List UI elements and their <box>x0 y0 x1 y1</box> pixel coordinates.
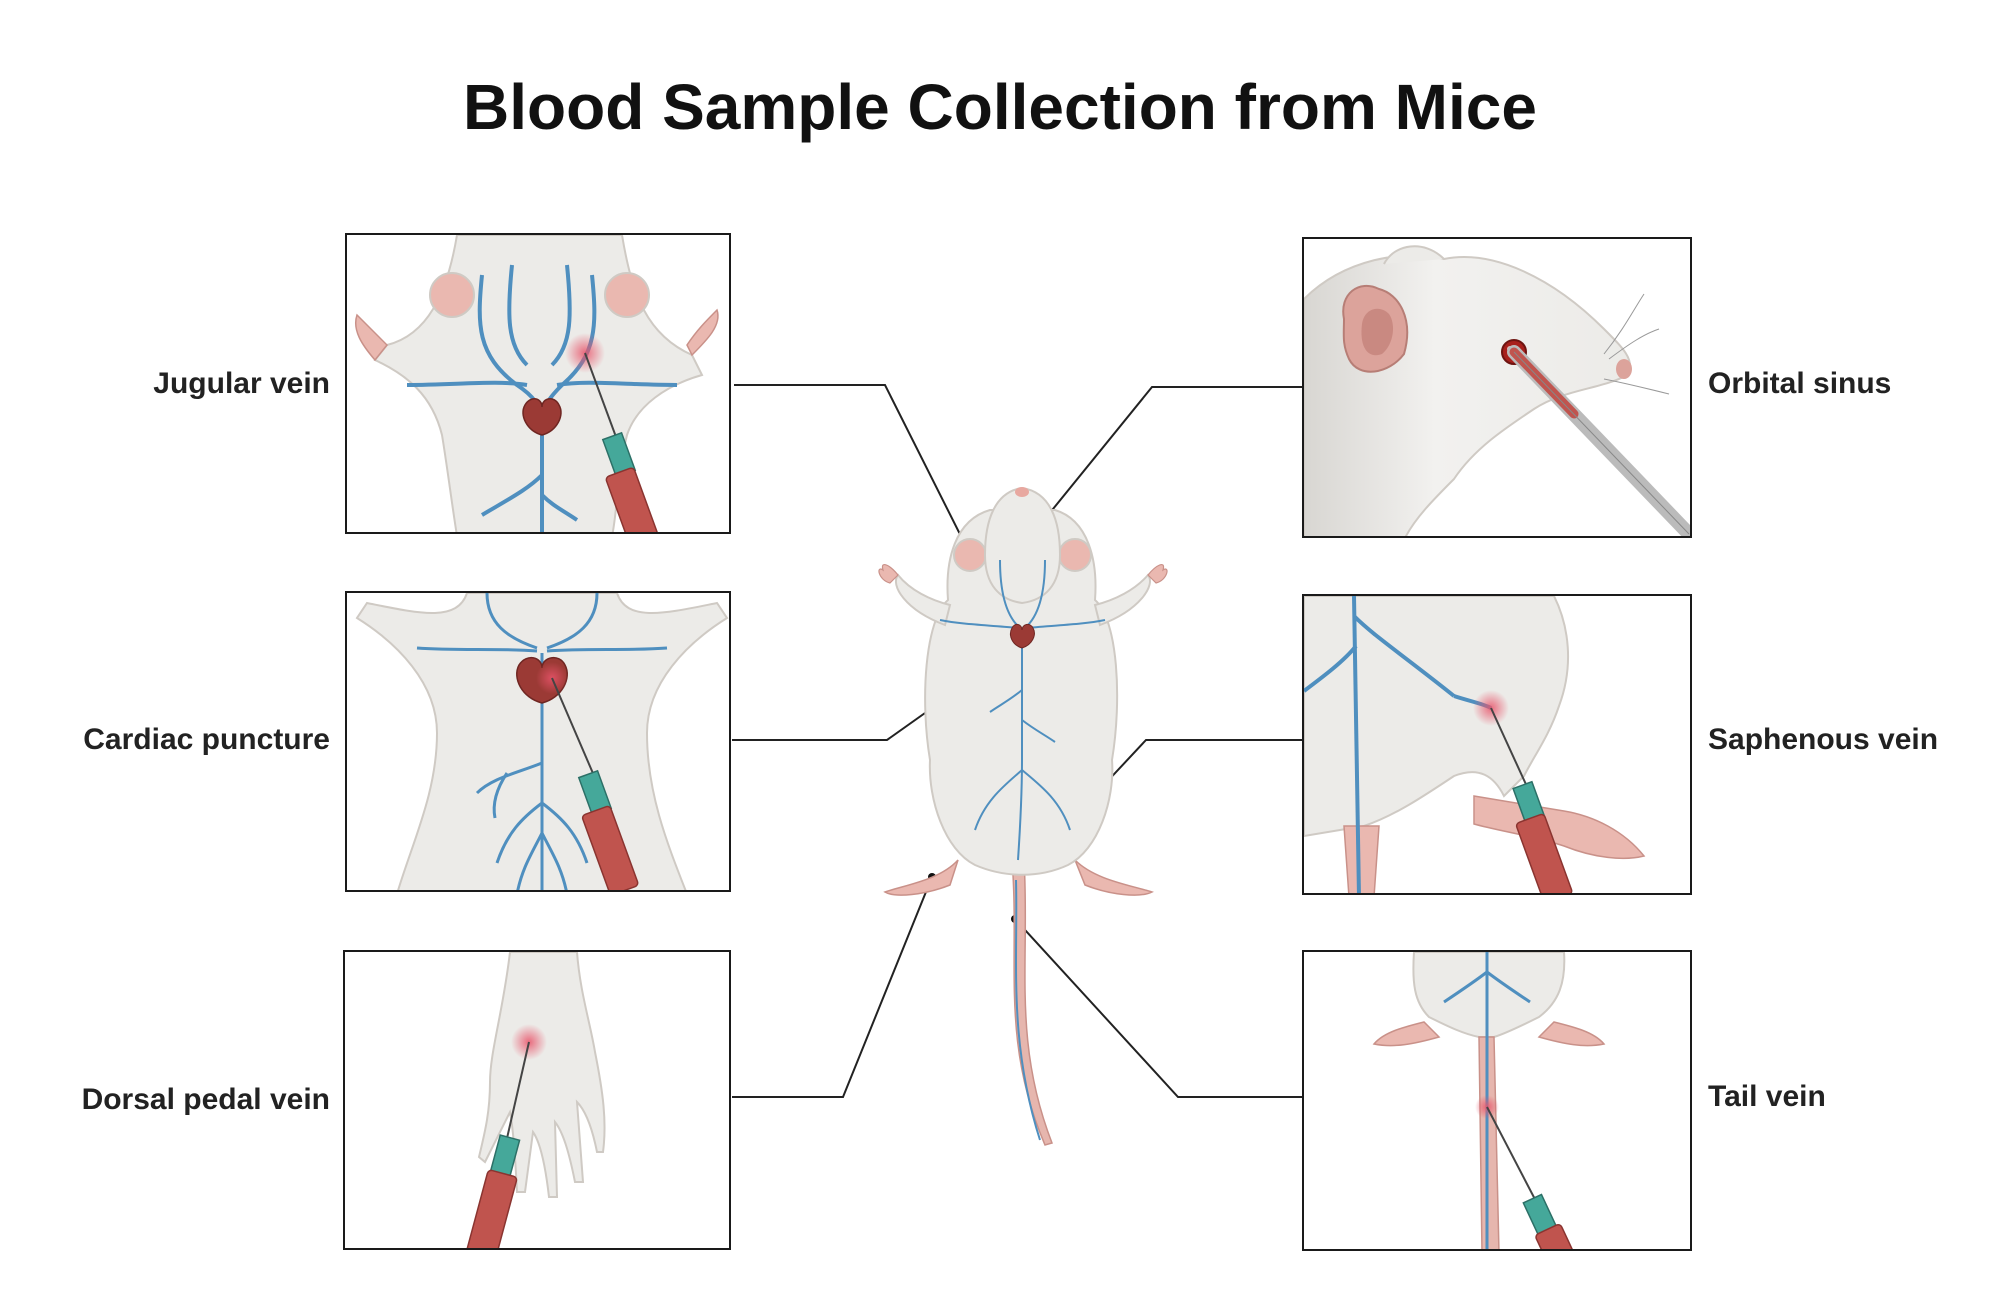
panel-cardiac-puncture <box>345 591 731 892</box>
connector-orbital <box>1039 386 1302 526</box>
connector-dorsal-pedal <box>732 876 933 1098</box>
saphenous-illustration <box>1304 596 1646 893</box>
panel-tail-vein <box>1302 950 1692 1251</box>
connector-jugular <box>734 384 988 589</box>
label-orbital-sinus: Orbital sinus <box>1708 367 1892 400</box>
panel-saphenous-vein <box>1302 594 1692 895</box>
label-jugular-vein: Jugular vein <box>153 367 330 400</box>
tail-illustration <box>1372 952 1606 1249</box>
panel-jugular-vein <box>345 233 731 534</box>
jugular-illustration <box>355 235 719 532</box>
label-dorsal-pedal-vein: Dorsal pedal vein <box>81 1083 330 1116</box>
orbital-illustration <box>1304 245 1690 536</box>
panel-dorsal-pedal-vein <box>343 950 731 1250</box>
diagram-title: Blood Sample Collection from Mice <box>463 71 1537 143</box>
label-tail-vein: Tail vein <box>1708 1080 1826 1113</box>
label-saphenous-vein: Saphenous vein <box>1708 723 1939 756</box>
label-cardiac-puncture: Cardiac puncture <box>83 723 330 756</box>
panel-orbital-sinus <box>1302 237 1692 538</box>
cardiac-illustration <box>355 593 729 890</box>
connector-tail <box>1014 918 1302 1098</box>
dorsal-pedal-illustration <box>466 952 606 1248</box>
